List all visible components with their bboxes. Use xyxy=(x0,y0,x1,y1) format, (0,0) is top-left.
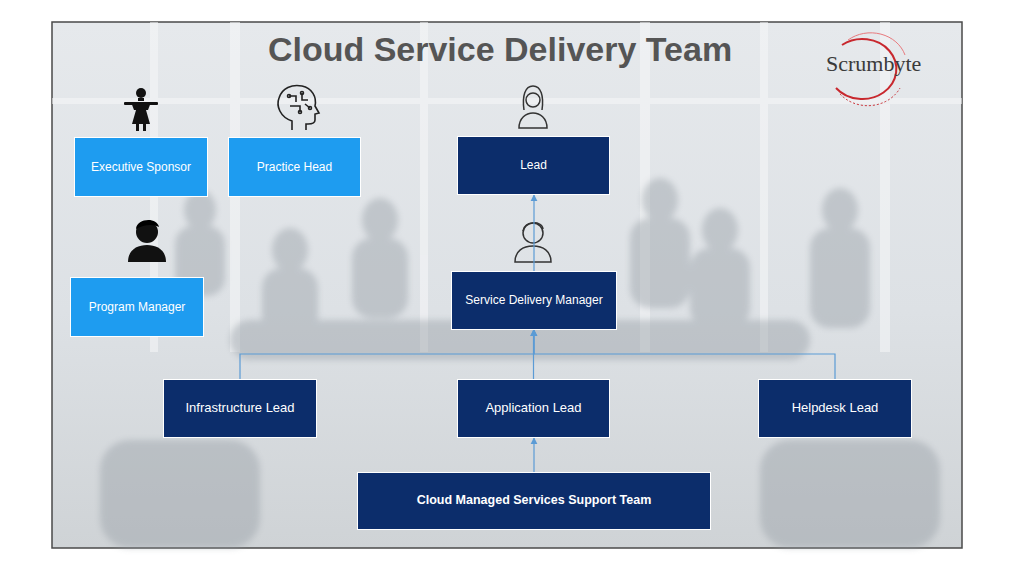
manager-box: Service Delivery Manager xyxy=(451,271,617,330)
box-label: Executive Sponsor xyxy=(83,160,199,175)
org-connector xyxy=(534,330,835,379)
org-connector xyxy=(533,195,534,271)
woman-outline-icon xyxy=(519,86,547,128)
box-label: Lead xyxy=(512,158,555,173)
box-label: Infrastructure Lead xyxy=(177,400,302,416)
box-label: Helpdesk Lead xyxy=(784,400,887,416)
org-connector xyxy=(240,330,534,379)
practice-box: Practice Head xyxy=(228,137,361,197)
meeting-silhouettes xyxy=(100,178,940,548)
support-team-box: Cloud Managed Services Support Team xyxy=(357,472,711,530)
program-box: Program Manager xyxy=(70,277,204,337)
team-lead-box: Helpdesk Lead xyxy=(758,379,912,438)
lead-box: Lead xyxy=(457,136,610,195)
man-icon xyxy=(128,220,166,262)
brain-head-icon xyxy=(278,86,319,131)
woman-icon xyxy=(124,88,158,131)
box-label: Application Lead xyxy=(477,400,589,416)
logo-text: Scrumbyte xyxy=(826,51,921,77)
diagram-title: Cloud Service Delivery Team xyxy=(52,30,948,69)
frame xyxy=(52,22,962,548)
box-label: Cloud Managed Services Support Team xyxy=(409,493,660,509)
box-label: Service Delivery Manager xyxy=(457,293,610,308)
team-lead-box: Application Lead xyxy=(457,379,610,438)
sponsor-box: Executive Sponsor xyxy=(74,137,208,197)
org-connector xyxy=(533,438,534,472)
window-bars xyxy=(52,22,962,352)
team-lead-box: Infrastructure Lead xyxy=(163,379,317,438)
man-outline-icon xyxy=(515,223,551,262)
box-label: Practice Head xyxy=(249,160,340,175)
box-label: Program Manager xyxy=(81,300,194,315)
